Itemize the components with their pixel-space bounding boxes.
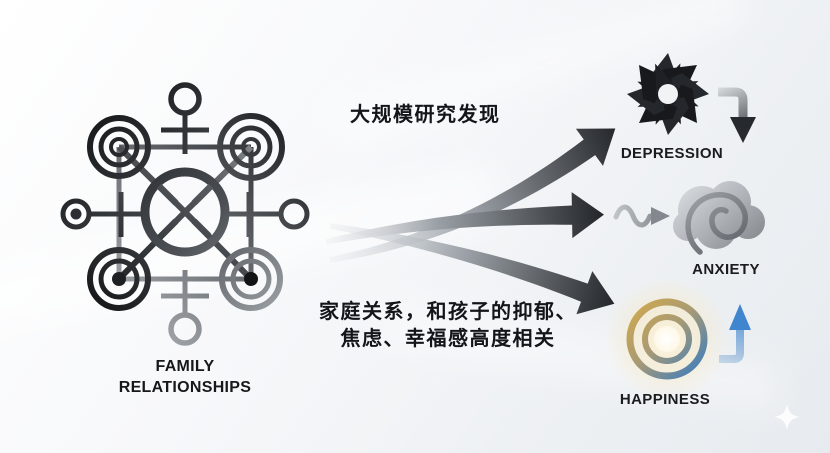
flow-arrow (329, 223, 615, 315)
depression-label: DEPRESSION (620, 145, 724, 162)
correlation-text-line1: 家庭关系，和孩子的抑郁、 (319, 301, 577, 323)
sparkle-icon (774, 404, 800, 430)
correlation-text: 家庭关系，和孩子的抑郁、 焦虑、幸福感高度相关 (318, 299, 578, 353)
anxiety-label: ANXIETY (692, 261, 760, 278)
correlation-text-line2: 焦虑、幸福感高度相关 (340, 328, 556, 350)
family-network-icon (60, 82, 310, 346)
bent-arrow-up-icon (719, 304, 751, 363)
fan-arrows (325, 128, 616, 315)
flow-arrow (325, 192, 604, 245)
happiness-label: HAPPINESS (619, 391, 711, 408)
source-label-line2: RELATIONSHIPS (118, 379, 252, 396)
glowing-rings-icon (607, 279, 727, 399)
bent-arrow-down-icon (718, 87, 756, 143)
source-label: FAMILY RELATIONSHIPS (75, 356, 295, 398)
source-label-line1: FAMILY (155, 358, 215, 375)
squiggle-arrow-icon (613, 204, 670, 228)
research-finding-text: 大规模研究发现 (350, 104, 501, 126)
spiral-cloud-icon (673, 181, 765, 255)
flow-arrow (329, 128, 616, 263)
scribble-star-icon (627, 53, 709, 135)
